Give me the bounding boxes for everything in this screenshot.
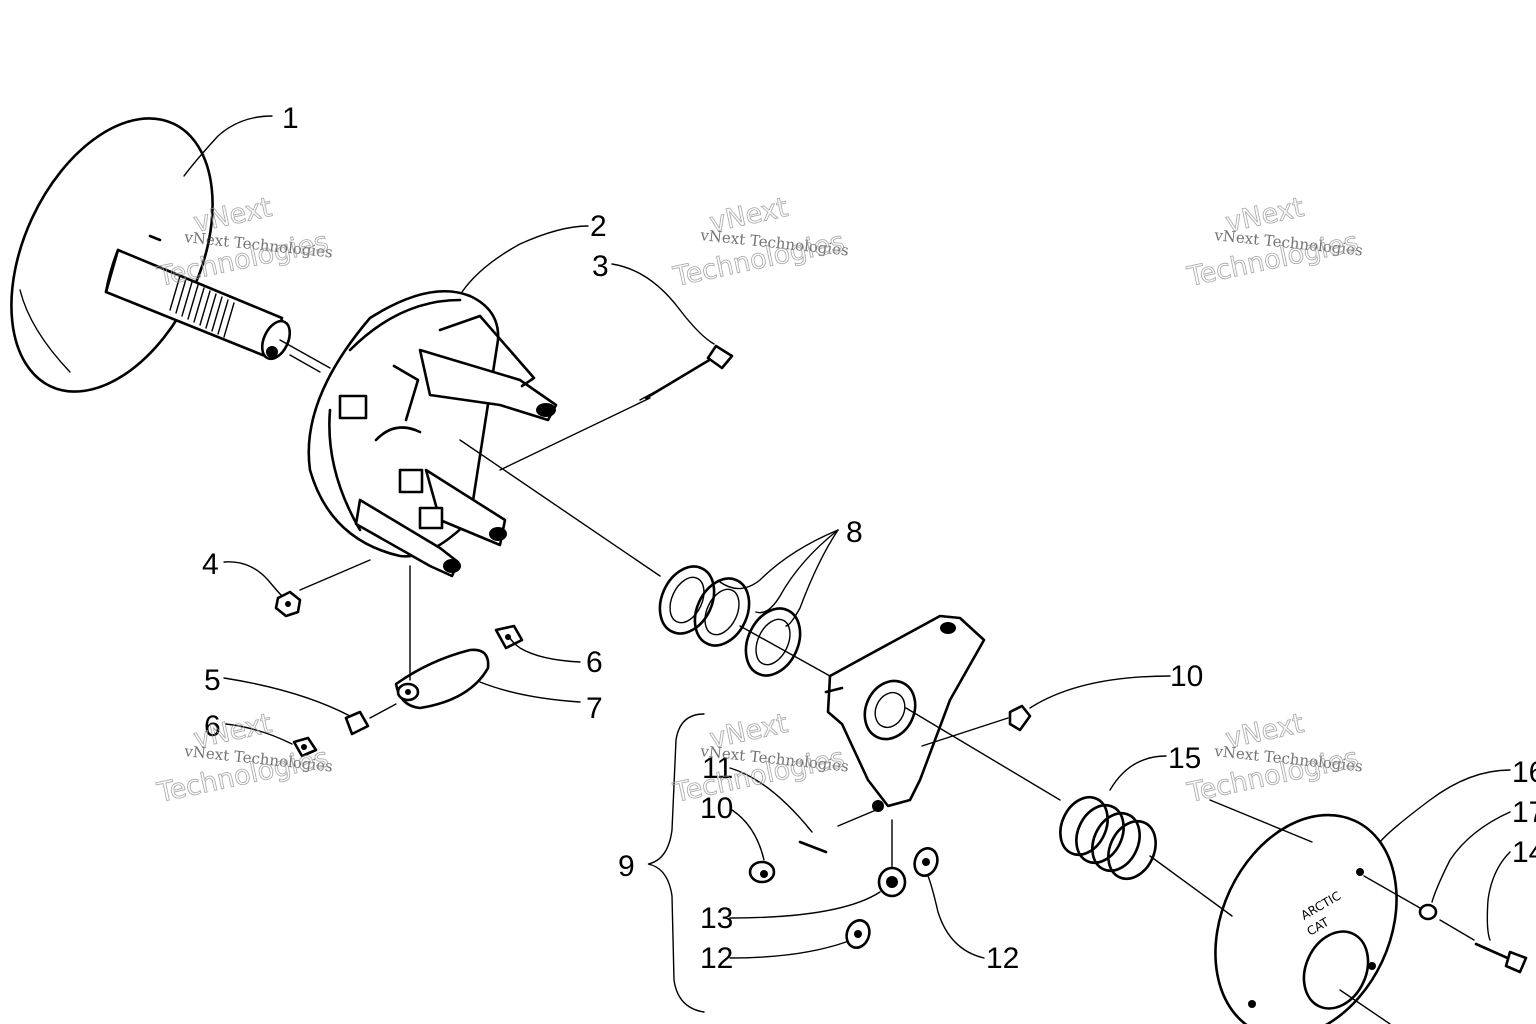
callout-labels: 1 2 3 4 5 6 6 7 8 9 10 10 11 12 12 13 14… <box>202 102 1536 975</box>
callout-6-lower: 6 <box>204 710 221 743</box>
callout-13: 13 <box>700 902 733 935</box>
part-16-cover: ARCTIC CAT <box>1214 813 1398 1024</box>
part-1-fixed-sheave <box>10 117 321 393</box>
callout-7: 7 <box>586 692 603 725</box>
leader-lines <box>183 115 1511 1013</box>
part-9-spider-assembly <box>824 614 986 812</box>
callout-8: 8 <box>846 516 863 549</box>
part-8-washers <box>658 565 802 677</box>
part-6-washer-upper <box>494 624 524 650</box>
shaft-threads <box>169 275 235 338</box>
callout-12-lower: 12 <box>700 942 733 975</box>
part-12-washer-left <box>845 919 871 949</box>
part-17-washer <box>1418 903 1438 921</box>
watermark-top-right: vNext vNext Technologies Technologies <box>1184 192 1364 294</box>
part-11-pin <box>798 840 828 854</box>
callout-12-right: 12 <box>986 942 1019 975</box>
callout-6-upper: 6 <box>586 646 603 679</box>
part-6-washer-lower <box>292 736 318 758</box>
callout-16: 16 <box>1512 756 1536 789</box>
watermark-bottom-left: vNext vNext Technologies Technologies <box>154 708 334 810</box>
assembly-axis-lines <box>279 339 1475 1024</box>
callout-3: 3 <box>592 250 609 283</box>
part-5-bushing <box>344 710 370 736</box>
part-7-weight-arm <box>394 648 490 710</box>
part-13-roller <box>877 866 907 898</box>
callout-14: 14 <box>1512 836 1536 869</box>
part-4-nut <box>274 590 302 618</box>
watermark-bottom-middle: vNext vNext Technologies Technologies <box>670 708 850 810</box>
callout-4: 4 <box>202 548 219 581</box>
callout-15: 15 <box>1168 742 1201 775</box>
part-3-bolt <box>639 344 734 401</box>
callout-2: 2 <box>590 210 607 243</box>
part-10-button-lower <box>748 860 776 884</box>
part-15-spring <box>1059 795 1157 881</box>
callout-9: 9 <box>618 850 635 883</box>
part-10-button-upper <box>1008 704 1032 732</box>
callout-1: 1 <box>282 102 299 135</box>
watermark-top-middle: vNext vNext Technologies Technologies <box>670 192 850 294</box>
part-12-washer-right <box>913 847 939 877</box>
callout-10-upper: 10 <box>1170 660 1203 693</box>
watermark-bottom-right: vNext vNext Technologies Technologies <box>1184 708 1364 810</box>
part-14-bolt <box>1474 942 1528 974</box>
part-2-moveable-sheave <box>307 289 558 578</box>
callout-10-lower: 10 <box>700 792 733 825</box>
callout-17: 17 <box>1512 796 1536 829</box>
callout-11: 11 <box>702 752 733 785</box>
callout-5: 5 <box>204 664 221 697</box>
